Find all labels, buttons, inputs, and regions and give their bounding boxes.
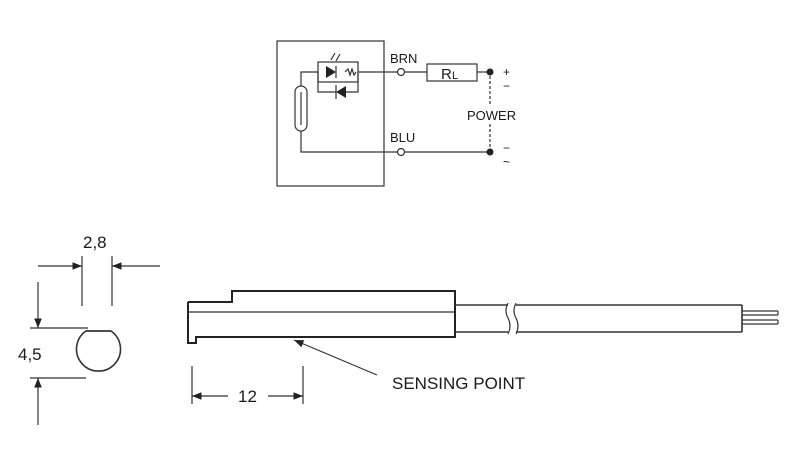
power-minus-sign-bottom: −	[503, 141, 510, 155]
circuit-schematic: BRN BLU R L POWER + − − ~	[276, 40, 516, 187]
power-plus-sign: +	[503, 65, 510, 79]
cable-break-left	[505, 302, 511, 335]
cross-section-profile	[75, 330, 122, 372]
sensor-housing-box	[276, 40, 385, 187]
resistor-mini-icon	[344, 67, 357, 77]
power-label: POWER	[467, 108, 516, 123]
power-tilde-sign: ~	[503, 155, 510, 169]
height-dimension-value: 4,5	[18, 345, 42, 364]
blu-label: BLU	[390, 130, 415, 145]
wire-reed-top	[300, 71, 318, 86]
power-minus-node-icon	[486, 148, 494, 156]
brn-terminal-icon	[396, 67, 406, 77]
cross-section-view: 2,8 4,5	[18, 233, 160, 425]
cable-break-right	[513, 302, 519, 335]
sensing-point-leader	[293, 339, 378, 376]
sensor-body-outline	[187, 290, 456, 344]
led-diode-icon	[326, 66, 336, 78]
led-indicator-block	[317, 61, 359, 83]
light-ray-1	[330, 52, 336, 61]
load-label-main: R	[441, 66, 452, 83]
light-ray-2	[335, 53, 341, 62]
power-minus-sign-top: −	[503, 79, 510, 93]
sensing-point-label: SENSING POINT	[392, 374, 525, 393]
wire-reed-bottom	[300, 131, 398, 153]
blu-terminal-icon	[396, 147, 406, 157]
wire-zener-right	[346, 72, 359, 93]
sensor-side-view: SENSING POINT 12	[187, 290, 779, 406]
length-dimension-value: 12	[238, 387, 257, 406]
power-plus-node-icon	[486, 68, 494, 76]
load-label-sub: L	[452, 70, 458, 82]
zener-diode-icon	[336, 86, 346, 98]
wire-zener-left	[317, 72, 336, 93]
width-dimension-value: 2,8	[83, 233, 107, 252]
brn-label: BRN	[390, 51, 417, 66]
